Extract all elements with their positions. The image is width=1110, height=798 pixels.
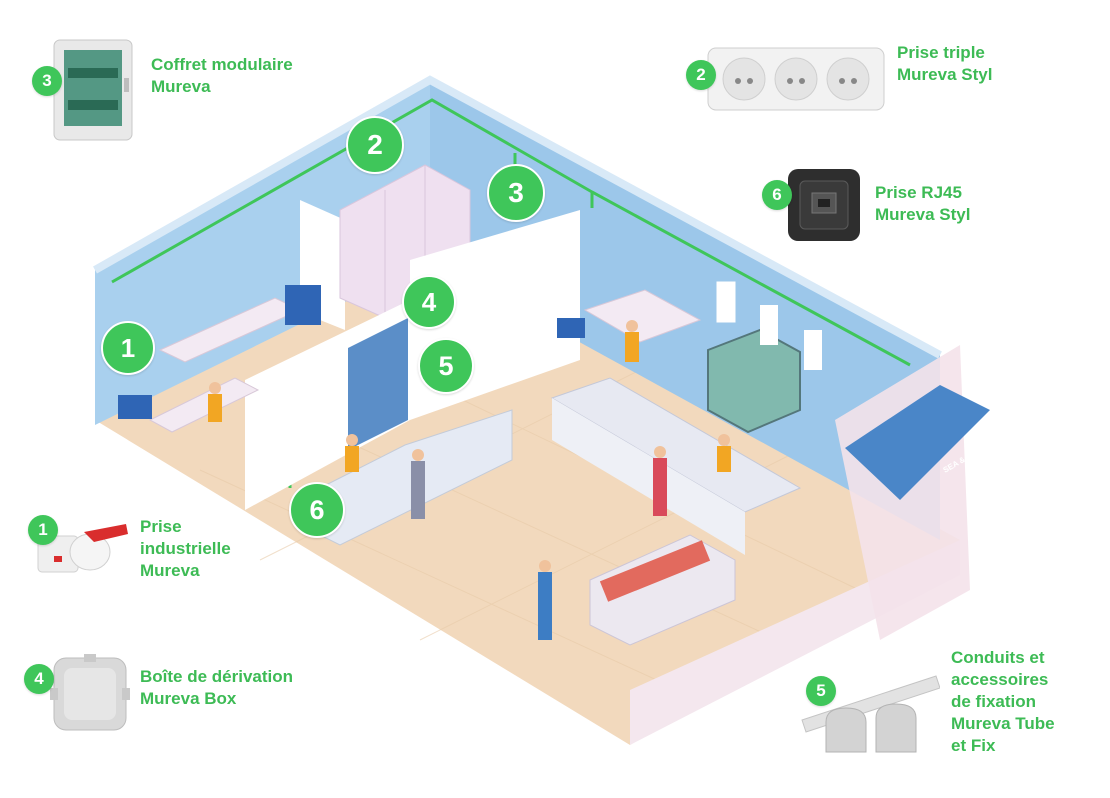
- left-back-wall: [95, 80, 430, 425]
- callout-badge-6: 6: [762, 180, 792, 210]
- wall-window-1: [716, 281, 736, 323]
- label-prise-rj45: Prise RJ45 Mureva Styl: [875, 183, 971, 224]
- callout-badge-3: 3: [32, 66, 62, 96]
- label-conduits-fixation: Conduits et accessoires de fixation Mure…: [951, 648, 1055, 755]
- scene-marker-3: 3: [487, 164, 545, 222]
- industrial-socket-icon: [34, 518, 134, 580]
- prep-table-front: [148, 377, 260, 433]
- blue-crates-left: [285, 285, 321, 325]
- label-prise-industrielle: Prise industrielle Mureva: [140, 517, 231, 580]
- conduit-clips-icon: [800, 660, 941, 760]
- callout-badge-2: 2: [686, 60, 716, 90]
- blue-crate-right: [557, 318, 585, 338]
- wall-window-3: [804, 330, 822, 370]
- scene-marker-4: 4: [402, 275, 456, 329]
- fish-display-counter: [550, 377, 802, 513]
- label-prise-triple: Prise triple Mureva Styl: [897, 43, 993, 84]
- callout-badge-1: 1: [28, 515, 58, 545]
- label-coffret-modulaire: Coffret modulaire Mureva: [151, 55, 293, 96]
- staff-figures: [208, 320, 731, 472]
- customer-figures: [411, 446, 667, 640]
- triple-socket-icon: [706, 44, 886, 114]
- callout-badge-5: 5: [806, 676, 836, 706]
- shop-awning: [845, 385, 990, 500]
- aquarium-tank: [707, 328, 801, 434]
- back-room-door: [348, 318, 408, 450]
- wall-window-2: [760, 305, 778, 345]
- label-boite-derivation: Boîte de dérivation Mureva Box: [140, 667, 294, 708]
- callout-badge-4: 4: [24, 664, 54, 694]
- rj45-socket-icon: [786, 167, 862, 243]
- scene-marker-2: 2: [346, 116, 404, 174]
- modular-enclosure-icon: [52, 38, 134, 142]
- scene-marker-1: 1: [101, 321, 155, 375]
- junction-box-icon: [50, 652, 130, 734]
- right-back-wall: [430, 80, 940, 540]
- scene-marker-5: 5: [418, 338, 474, 394]
- red-crabs-display: [599, 540, 711, 602]
- blue-crate-floor: [118, 395, 152, 419]
- wall-top-edge: [93, 75, 942, 359]
- scene-marker-6: 6: [289, 482, 345, 538]
- prep-table-right: [583, 289, 702, 343]
- fish-display-counter-front: [552, 398, 745, 555]
